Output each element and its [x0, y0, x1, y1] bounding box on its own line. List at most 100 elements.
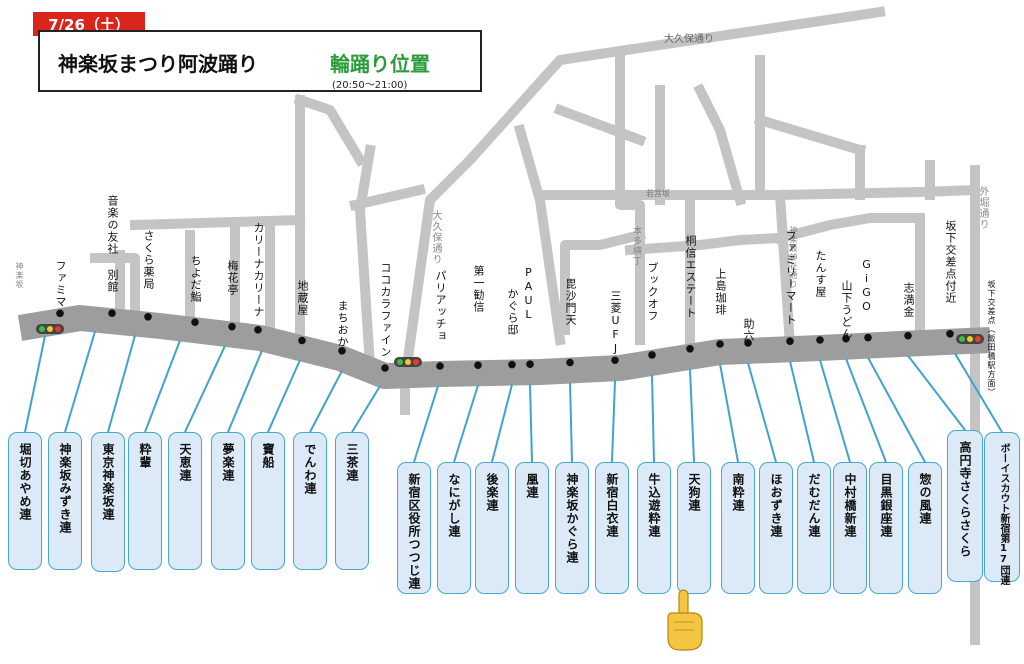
dance-group-pill: 天恵連 [168, 432, 202, 570]
dance-group-name: 高円寺さくらさくら [958, 441, 972, 558]
time-range: (20:50〜21:00) [332, 80, 408, 91]
landmark-label: ブックオフ [646, 262, 659, 322]
dance-group-name: 神楽坂みずき連 [58, 443, 72, 534]
leader-line [267, 359, 301, 433]
landmark-dot [611, 356, 619, 365]
leader-lines [24, 331, 1003, 463]
dance-group-name: 天狗連 [687, 473, 701, 512]
dance-group-pill: 寶船 [251, 432, 285, 570]
landmark-dot [436, 362, 444, 370]
dance-group-pill: 神楽坂かぐら連 [555, 462, 589, 594]
leader-line [529, 384, 533, 463]
dance-group-name: 堀切あやめ連 [18, 443, 32, 521]
dance-group-name: 凰連 [525, 473, 539, 499]
landmark-dot [144, 313, 152, 321]
landmark-label: ココカラファイン [379, 262, 392, 358]
landmark-label: 地蔵屋 [296, 280, 309, 316]
dance-group-name: 東京神楽坂連 [101, 443, 115, 521]
landmark-dot [298, 336, 306, 345]
dance-group-name: 目黒銀座連 [879, 473, 893, 538]
road-segment [553, 103, 647, 147]
road-label-wakamiyazaka: 若宮坂 [646, 189, 670, 198]
landmark-label: カリーナカリーナ [252, 222, 265, 318]
road-label-shrine: 神楽坂神社通り [789, 226, 798, 289]
road-label-okubo-mid: 大久保通り [430, 210, 441, 265]
dance-group-pill: 新宿区役所つつじ連 [397, 462, 431, 594]
dance-group-name: ほおずき連 [769, 473, 783, 538]
traffic-light-yellow [47, 326, 53, 332]
landmark-dot [474, 361, 482, 370]
landmark-dot [786, 337, 794, 346]
landmark-label: PAUL [522, 266, 535, 322]
landmark-label: パリアッチョ [434, 270, 447, 342]
road-segment [90, 253, 140, 320]
dance-group-pill: だむだん連 [797, 462, 831, 594]
dance-group-name: なにがし連 [447, 473, 461, 538]
leader-line [907, 355, 966, 431]
title-box: 神楽坂まつり阿波踊り 輪踊り位置 (20:50〜21:00) [38, 30, 482, 92]
road-segment [624, 232, 786, 256]
leader-line [747, 362, 777, 463]
road-segment [293, 93, 367, 167]
dance-group-name: 新宿白衣連 [605, 473, 619, 538]
dance-group-pill: 天狗連 [677, 462, 711, 594]
leader-line [689, 368, 695, 463]
dance-group-pill: 南粋連 [721, 462, 755, 594]
landmark-label: 梅花亭 [226, 260, 239, 296]
traffic-light-red [55, 326, 61, 332]
leader-line [413, 385, 439, 463]
leader-line [184, 345, 226, 433]
road-segment [693, 83, 747, 207]
landmark-dot [716, 340, 724, 348]
dance-group-pill: 後楽連 [475, 462, 509, 594]
road-segment [560, 228, 647, 335]
traffic-light-yellow [967, 336, 973, 342]
road-label-kagurazaka: 神楽坂 [15, 262, 24, 289]
leader-line [351, 385, 381, 433]
dance-group-name: 南粋連 [731, 473, 745, 512]
dance-group-pill: ボーイスカウト新宿第17団連 [984, 432, 1020, 585]
road-label-sotobori: 外堀通り [977, 186, 988, 230]
road-segment [753, 113, 867, 157]
leader-line [569, 382, 573, 463]
kagurazaka-main-street [17, 305, 991, 389]
dance-group-name: 牛込遊粋連 [647, 473, 661, 538]
landmark-dot [381, 364, 389, 372]
leader-line [611, 380, 616, 463]
dance-group-name: 粋輩 [138, 443, 152, 469]
landmark-label: 坂下交差点付近 [944, 220, 957, 304]
dance-group-pill: ほおずき連 [759, 462, 793, 594]
dance-group-pill: 惣の風連 [908, 462, 942, 594]
landmark-dot [842, 334, 850, 343]
dance-group-pill: 粋輩 [128, 432, 162, 570]
landmark-label: 坂下交差点（飯田橋駅方面） [987, 280, 996, 397]
title-accent: 輪踊り位置 [330, 52, 430, 76]
dance-group-pill: 夢楽連 [211, 432, 245, 570]
leader-line [309, 370, 343, 433]
leader-line [64, 331, 96, 433]
dance-group-name: 後楽連 [485, 473, 499, 512]
road-segment [615, 184, 981, 200]
leader-line [144, 340, 181, 433]
leader-line [24, 335, 46, 433]
road-segment [355, 144, 376, 372]
dance-group-name: 新宿区役所つつじ連 [407, 473, 421, 590]
landmark-dot [904, 331, 912, 340]
leader-line [954, 353, 1003, 433]
landmark-label: ファミリーマート [784, 230, 797, 326]
landmark-dot [648, 351, 656, 359]
landmark-dot [254, 325, 262, 334]
dance-group-pill: 堀切あやめ連 [8, 432, 42, 570]
dance-group-name: だむだん連 [807, 473, 821, 538]
landmark-dot [526, 360, 534, 369]
leader-line [651, 374, 655, 463]
dance-group-name: 惣の風連 [918, 473, 932, 525]
dance-group-pill: 中村橋新連 [833, 462, 867, 594]
dance-group-pill: 新宿白衣連 [595, 462, 629, 594]
landmark-label: かぐら邸 [506, 288, 519, 336]
road-segment [349, 184, 426, 211]
dance-group-name: 三茶連 [345, 443, 359, 482]
landmark-label: 桐信エステート [684, 235, 697, 319]
